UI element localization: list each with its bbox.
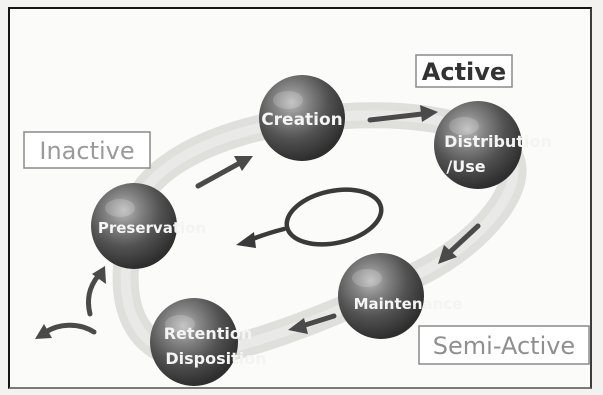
stage-label-distribution: Distribution [444,132,552,151]
stage-retention-disposition [150,298,238,386]
stage-label-disposition: Disposition [165,349,266,368]
diagram-frame: Creation Distribution /Use Preservation … [8,7,592,389]
stage-label-preservation: Preservation [98,219,206,237]
stage-distribution-use [434,101,522,189]
stage-label-maintenance: Maintenance [354,295,463,313]
stage-label-use: /Use [446,157,485,176]
lifecycle-diagram: Creation Distribution /Use Preservation … [23,54,590,386]
phase-semi-active-box: Semi-Active [418,325,590,365]
flow-arrow-creation-to-distribution [367,105,438,123]
phase-active-box: Active [415,54,513,88]
stage-label-retention: Retention [164,324,253,343]
phase-inactive-box: Inactive [23,131,151,169]
flow-arrow-retention-to-preservation [85,266,106,317]
flow-arrow-distribution-to-maintenance [438,223,481,264]
recycle-loop [236,187,384,248]
phase-label-active: Active [422,58,506,86]
phase-label-inactive: Inactive [39,137,134,165]
stage-creation [259,75,345,161]
stage-maintenance [338,253,424,339]
flow-arrow-maintenance-to-retention [288,313,337,334]
flow-arrow-preservation-to-creation [195,156,253,189]
phase-label-semi-active: Semi-Active [433,332,575,360]
stage-label-creation: Creation [261,110,343,130]
stage-preservation [91,183,177,269]
flow-arrow-exit [35,322,97,339]
